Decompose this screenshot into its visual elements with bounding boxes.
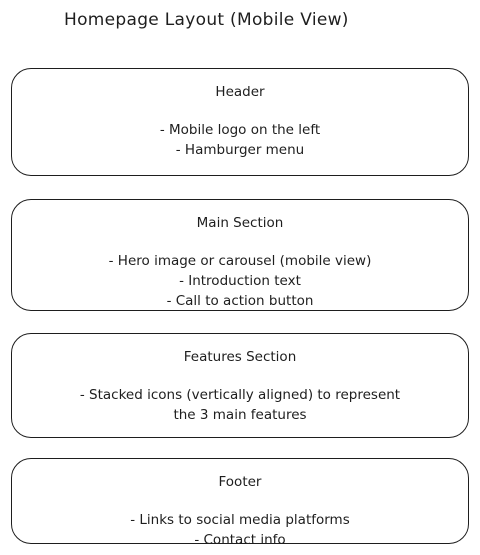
features-section-line: - Stacked icons (vertically aligned) to … — [79, 387, 401, 403]
diagram-title: Homepage Layout (Mobile View) — [64, 10, 349, 30]
main-section-line: - Introduction text — [179, 273, 301, 289]
main-section-line: - Hero image or carousel (mobile view) — [108, 253, 372, 269]
main-section-line: - Call to action button — [166, 293, 314, 309]
main-section-box: Main Section - Hero image or carousel (m… — [11, 199, 469, 311]
features-section-box: Features Section - Stacked icons (vertic… — [11, 333, 469, 438]
header-section-heading: Header — [215, 84, 265, 100]
main-section-heading: Main Section — [196, 215, 284, 231]
header-section-line: - Mobile logo on the left — [159, 122, 321, 138]
header-section-box: Header - Mobile logo on the left - Hambu… — [11, 68, 469, 176]
footer-section-box: Footer - Links to social media platforms… — [11, 458, 469, 548]
footer-section-line: - Contact info — [194, 532, 286, 548]
footer-section-heading: Footer — [218, 474, 262, 490]
features-section-heading: Features Section — [183, 349, 297, 365]
header-section-line: - Hamburger menu — [175, 142, 305, 158]
footer-section-line: - Links to social media platforms — [130, 512, 350, 528]
features-section-line: the 3 main features — [173, 407, 307, 423]
